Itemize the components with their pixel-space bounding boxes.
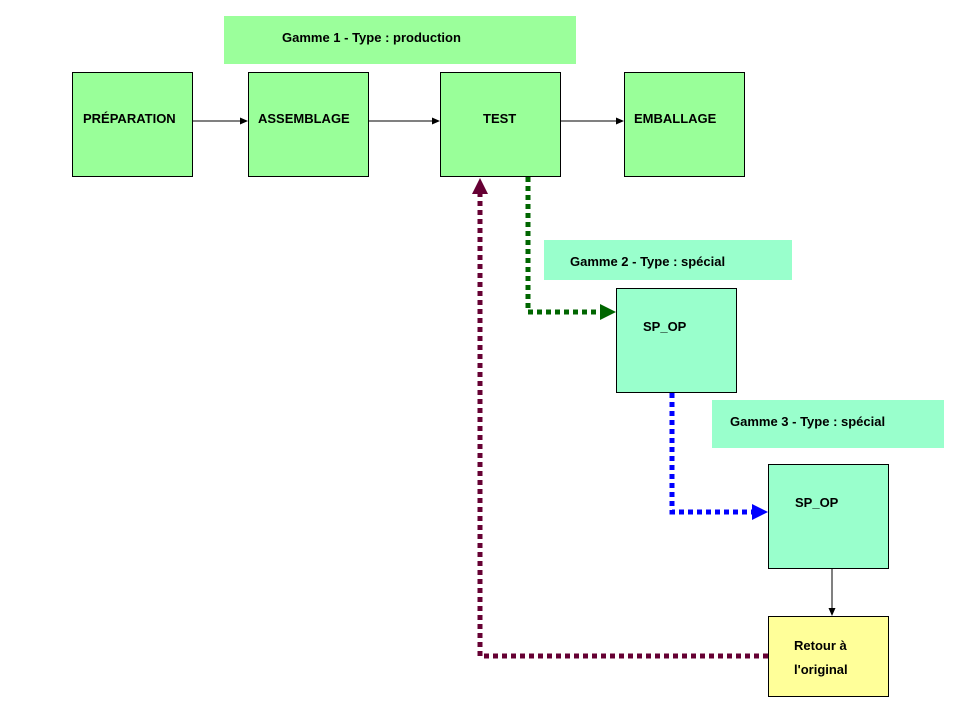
sp-op-2-label: SP_OP [795, 495, 839, 510]
emballage-step[interactable]: EMBALLAGE [624, 72, 745, 177]
assemblage-label: ASSEMBLAGE [258, 111, 350, 126]
preparation-label: PRÉPARATION [83, 111, 176, 126]
assemblage-step[interactable]: ASSEMBLAGE [248, 72, 369, 177]
sp-op-1-label: SP_OP [643, 319, 687, 334]
path-gamme-2 [525, 177, 616, 320]
arrow-spop-retour [828, 569, 836, 616]
gamme-1-label: Gamme 1 - Type : production [282, 30, 461, 45]
gamme-3-banner: Gamme 3 - Type : spécial [712, 400, 944, 448]
emballage-label: EMBALLAGE [634, 111, 717, 126]
arrow-test-emballage [561, 117, 624, 125]
sp-op-step-1[interactable]: SP_OP [616, 288, 737, 393]
gamme-1-banner: Gamme 1 - Type : production [224, 16, 576, 64]
preparation-step[interactable]: PRÉPARATION [72, 72, 193, 177]
test-step[interactable]: TEST [440, 72, 561, 177]
retour-label-line2: l'original [794, 662, 848, 677]
retour-label-line1: Retour à [794, 638, 847, 653]
sp-op-step-2[interactable]: SP_OP [768, 464, 889, 569]
path-gamme-3 [669, 393, 768, 520]
arrow-preparation-assemblage [193, 117, 248, 125]
gamme-3-label: Gamme 3 - Type : spécial [730, 414, 886, 429]
retour-original-step[interactable]: Retour à l'original [768, 616, 889, 697]
path-retour-original [472, 178, 768, 659]
gamme-2-label: Gamme 2 - Type : spécial [570, 254, 726, 269]
gamme-2-banner: Gamme 2 - Type : spécial [544, 240, 792, 280]
test-label: TEST [483, 111, 517, 126]
arrow-assemblage-test [369, 117, 440, 125]
